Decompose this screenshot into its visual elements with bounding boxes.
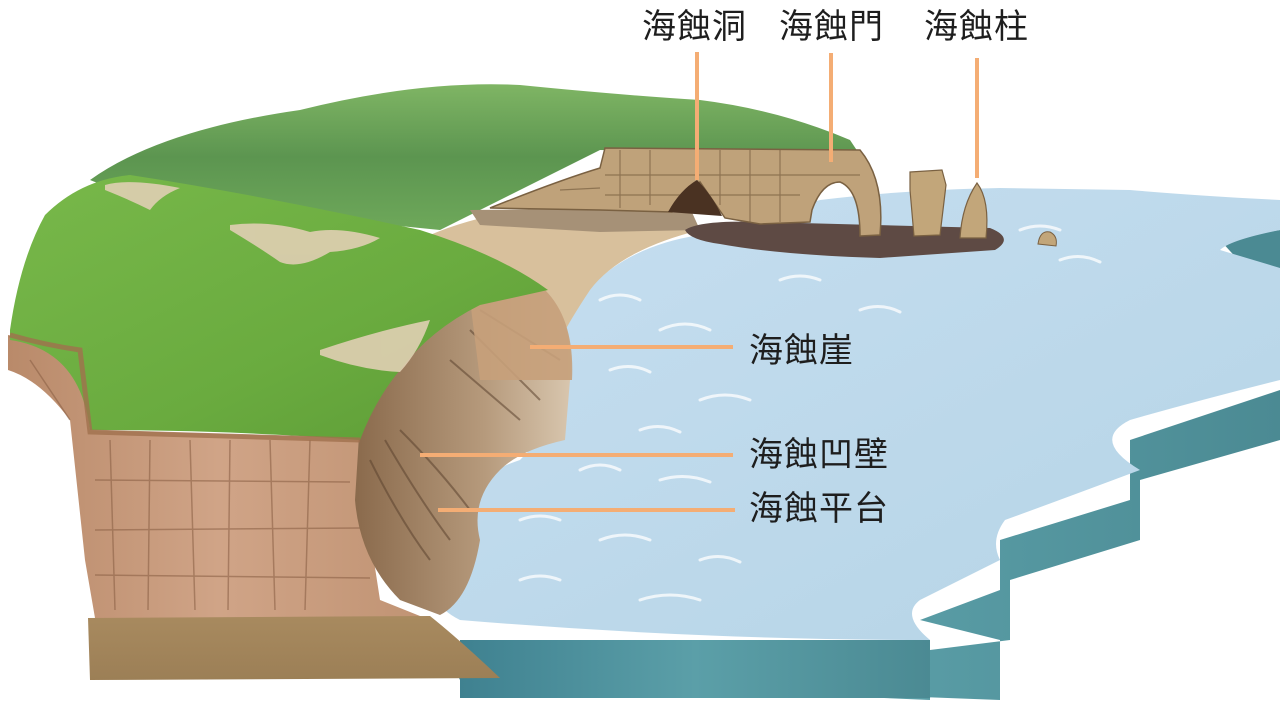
sea-stack-conical [959, 181, 988, 239]
sea-cave-label: 海蝕洞 [642, 7, 747, 47]
sea-stack-tall [909, 169, 947, 237]
sea-arch-label: 海蝕門 [779, 7, 884, 47]
beach-sand [430, 205, 700, 340]
headland-rock-wall [489, 147, 1057, 247]
sea-stump [1037, 231, 1057, 247]
sea-cliff-block [8, 335, 430, 620]
sea-surface [440, 188, 1280, 640]
sea-slab-side [430, 230, 1280, 700]
sea-cave-leader-line [695, 52, 699, 180]
wave-cut-platform-leader-line [438, 508, 735, 512]
sea-cliff-label: 海蝕崖 [749, 331, 854, 371]
background-hills [90, 84, 860, 231]
wave-cut-platform-label: 海蝕平台 [749, 489, 889, 529]
grass-plateau [10, 175, 548, 440]
sea-stack-leader-line [975, 58, 979, 178]
wave-cut-notch-label: 海蝕凹壁 [749, 435, 889, 475]
sea-stack-label: 海蝕柱 [924, 7, 1029, 47]
sea-arch-leader-line [829, 53, 833, 162]
sediment-base [88, 616, 500, 680]
wave-cut-notch-leader-line [420, 453, 733, 457]
bare-patches [105, 182, 430, 372]
sea-cliff-leader-line [530, 345, 733, 349]
sea-cave-opening [668, 180, 722, 216]
